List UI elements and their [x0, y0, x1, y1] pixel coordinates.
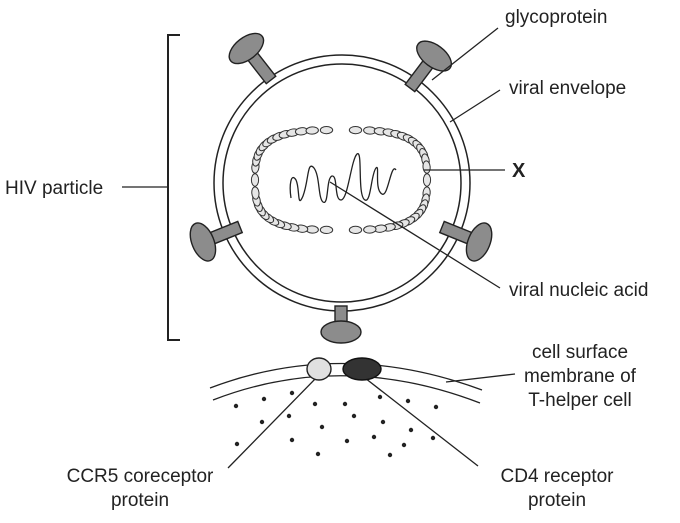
cytoplasm-dot — [405, 398, 411, 404]
cytoplasm-dot — [408, 427, 414, 433]
cytoplasm-dot — [377, 394, 383, 400]
capsid-bead — [319, 225, 334, 235]
label-cell-membrane-line3: T-helper cell — [528, 390, 632, 411]
cytoplasm-dot — [312, 401, 318, 407]
cytoplasm-dot — [371, 434, 377, 440]
cytoplasm-dots — [233, 390, 439, 458]
cytoplasm-dot — [342, 401, 348, 407]
capsid-bead — [422, 173, 432, 187]
capsid-bead — [363, 225, 377, 234]
label-cell-surface-membrane: cell surface membrane of T-helper cell — [524, 342, 637, 411]
cytoplasm-dot — [259, 419, 265, 425]
cell-surface-membrane — [209, 362, 483, 404]
label-cd4: CD4 receptor protein — [501, 466, 615, 511]
capsid-bead — [305, 126, 319, 135]
cytoplasm-dot — [433, 404, 439, 410]
label-cell-membrane-line1: cell surface — [532, 342, 628, 363]
cytoplasm-dot — [401, 442, 407, 448]
cytoplasm-dot — [430, 435, 436, 441]
cytoplasm-dot — [261, 396, 267, 402]
cytoplasm-dot — [351, 413, 357, 419]
cytoplasm-dot — [319, 424, 325, 430]
glycoproteins — [189, 32, 493, 344]
cytoplasm-dot — [315, 451, 321, 457]
leader-lines — [227, 27, 516, 469]
cd4-receptor — [342, 357, 382, 381]
label-viral-nucleic-acid: viral nucleic acid — [509, 280, 648, 301]
hiv-particle-bracket — [122, 34, 180, 341]
capsid-bead-ring — [250, 125, 432, 235]
label-x-marker: X — [512, 160, 526, 182]
cytoplasm-dot — [387, 452, 393, 458]
cytoplasm-dot — [289, 437, 295, 443]
cytoplasm-dot — [344, 438, 350, 444]
cytoplasm-dot — [233, 403, 239, 409]
label-glycoprotein: glycoprotein — [505, 7, 607, 28]
viral-envelope — [213, 54, 471, 312]
glycoprotein-bottom — [320, 305, 362, 344]
cytoplasm-dot — [234, 441, 240, 447]
cytoplasm-dot — [380, 419, 386, 425]
cytoplasm-dot — [286, 413, 292, 419]
capsid-bead — [250, 173, 260, 187]
label-ccr5: CCR5 coreceptor protein — [67, 466, 214, 511]
label-cell-membrane-line2: membrane of — [524, 366, 637, 387]
viral-nucleic-acid-strand — [289, 153, 397, 203]
label-ccr5-line1: CCR5 coreceptor — [67, 466, 214, 487]
label-ccr5-line2: protein — [111, 490, 169, 511]
label-hiv-particle: HIV particle — [5, 178, 103, 199]
capsid-bead — [348, 225, 363, 235]
capsid-bead — [348, 125, 363, 135]
cytoplasm-dot — [289, 390, 295, 396]
capsid-bead — [319, 125, 334, 135]
label-cd4-line1: CD4 receptor — [501, 466, 615, 487]
glycoprotein-top-right — [404, 40, 453, 93]
label-cd4-line2: protein — [528, 490, 586, 511]
glycoprotein-right — [438, 220, 493, 262]
glycoprotein-left — [189, 220, 244, 262]
capsid-bead — [251, 186, 260, 200]
ccr5-coreceptor — [306, 357, 332, 381]
label-viral-envelope: viral envelope — [509, 78, 626, 99]
glycoprotein-top-left — [228, 32, 277, 85]
